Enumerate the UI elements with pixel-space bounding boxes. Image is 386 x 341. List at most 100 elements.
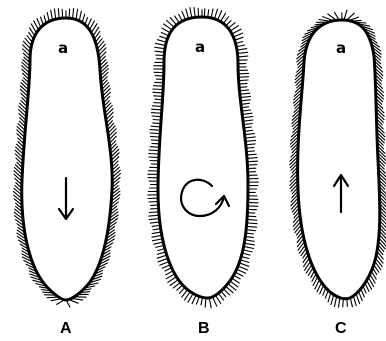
cilium <box>242 103 249 104</box>
cilium <box>179 14 182 20</box>
cilium <box>150 222 158 223</box>
cilium <box>240 263 248 266</box>
cilium <box>377 110 384 117</box>
cilium <box>111 215 119 221</box>
cilium <box>359 293 362 301</box>
cilium <box>150 136 158 137</box>
cilium <box>149 215 158 216</box>
cilium <box>235 276 240 279</box>
cilium <box>246 243 255 245</box>
cilium <box>17 130 24 136</box>
up-arrow-icon <box>334 175 348 212</box>
cilium <box>239 267 248 270</box>
cilium <box>354 297 357 306</box>
cilium <box>152 239 161 241</box>
cilium <box>294 223 300 230</box>
cilium <box>351 17 359 20</box>
cilium <box>215 9 218 18</box>
cilium <box>236 273 243 276</box>
cilium <box>74 299 83 300</box>
cilium <box>248 220 257 221</box>
cilium <box>47 297 57 298</box>
cilium <box>47 13 49 21</box>
cilium <box>151 126 159 127</box>
cilium <box>80 11 82 19</box>
cilium <box>153 123 160 124</box>
cilium <box>218 11 222 19</box>
cilium <box>290 161 296 167</box>
cilium <box>113 174 120 180</box>
cilium <box>41 17 43 24</box>
cilium <box>380 171 386 177</box>
cilium <box>319 20 328 21</box>
cilium <box>22 62 29 68</box>
cilium <box>293 219 299 226</box>
cilium <box>161 33 167 36</box>
cilium <box>151 113 160 114</box>
panel-label: B <box>198 320 210 337</box>
cilium <box>107 109 114 116</box>
down-arrow-icon <box>59 178 73 219</box>
cilium <box>185 293 190 301</box>
cilium <box>297 66 303 72</box>
cilium <box>331 296 333 305</box>
cilium <box>210 299 212 308</box>
cilium <box>295 77 302 83</box>
cilium <box>150 147 158 148</box>
cilium <box>224 17 229 23</box>
cilium <box>348 13 355 19</box>
cilium <box>292 117 299 123</box>
panel-label: A <box>60 320 72 337</box>
cilium <box>57 301 63 305</box>
cilium <box>379 157 385 163</box>
cilium <box>292 121 298 127</box>
cilium <box>14 195 21 201</box>
cilium <box>157 256 165 259</box>
cilium <box>197 298 199 305</box>
cilium <box>246 134 254 135</box>
cilium <box>150 130 159 131</box>
cilium <box>248 158 257 159</box>
cilium <box>248 154 256 155</box>
cilium <box>37 18 40 26</box>
cilium <box>242 257 248 259</box>
cilium <box>311 272 314 278</box>
cilium <box>242 100 251 101</box>
cilium <box>377 83 383 89</box>
cilium <box>155 51 163 52</box>
cilium <box>241 96 250 97</box>
cilium <box>366 284 370 291</box>
cilium <box>240 87 246 88</box>
cilium <box>166 271 173 274</box>
cilium <box>157 252 164 254</box>
cilium <box>19 106 26 112</box>
cilium <box>293 110 299 116</box>
cilium <box>227 287 234 293</box>
cilium <box>158 259 167 262</box>
cilium <box>19 110 26 116</box>
cilium <box>150 133 159 134</box>
cilium <box>248 223 257 224</box>
cilium <box>179 288 184 293</box>
cilium <box>358 22 366 23</box>
cilium <box>27 36 31 42</box>
cilium <box>292 114 299 121</box>
cilium <box>162 265 169 268</box>
cilium <box>182 291 187 298</box>
cilium <box>43 292 52 293</box>
cilium <box>291 138 298 145</box>
cilium <box>229 23 235 28</box>
cilium <box>165 268 171 271</box>
cilium <box>244 120 253 121</box>
cilium <box>244 250 252 252</box>
cilium <box>194 8 195 17</box>
panel-b: a B <box>148 8 259 337</box>
cilium <box>291 196 297 203</box>
cilium <box>377 89 384 96</box>
cilium <box>297 56 304 62</box>
cilium <box>175 16 179 22</box>
cilium <box>246 240 254 241</box>
cilium <box>231 26 238 31</box>
cilium <box>162 28 169 32</box>
cilium <box>177 286 182 290</box>
